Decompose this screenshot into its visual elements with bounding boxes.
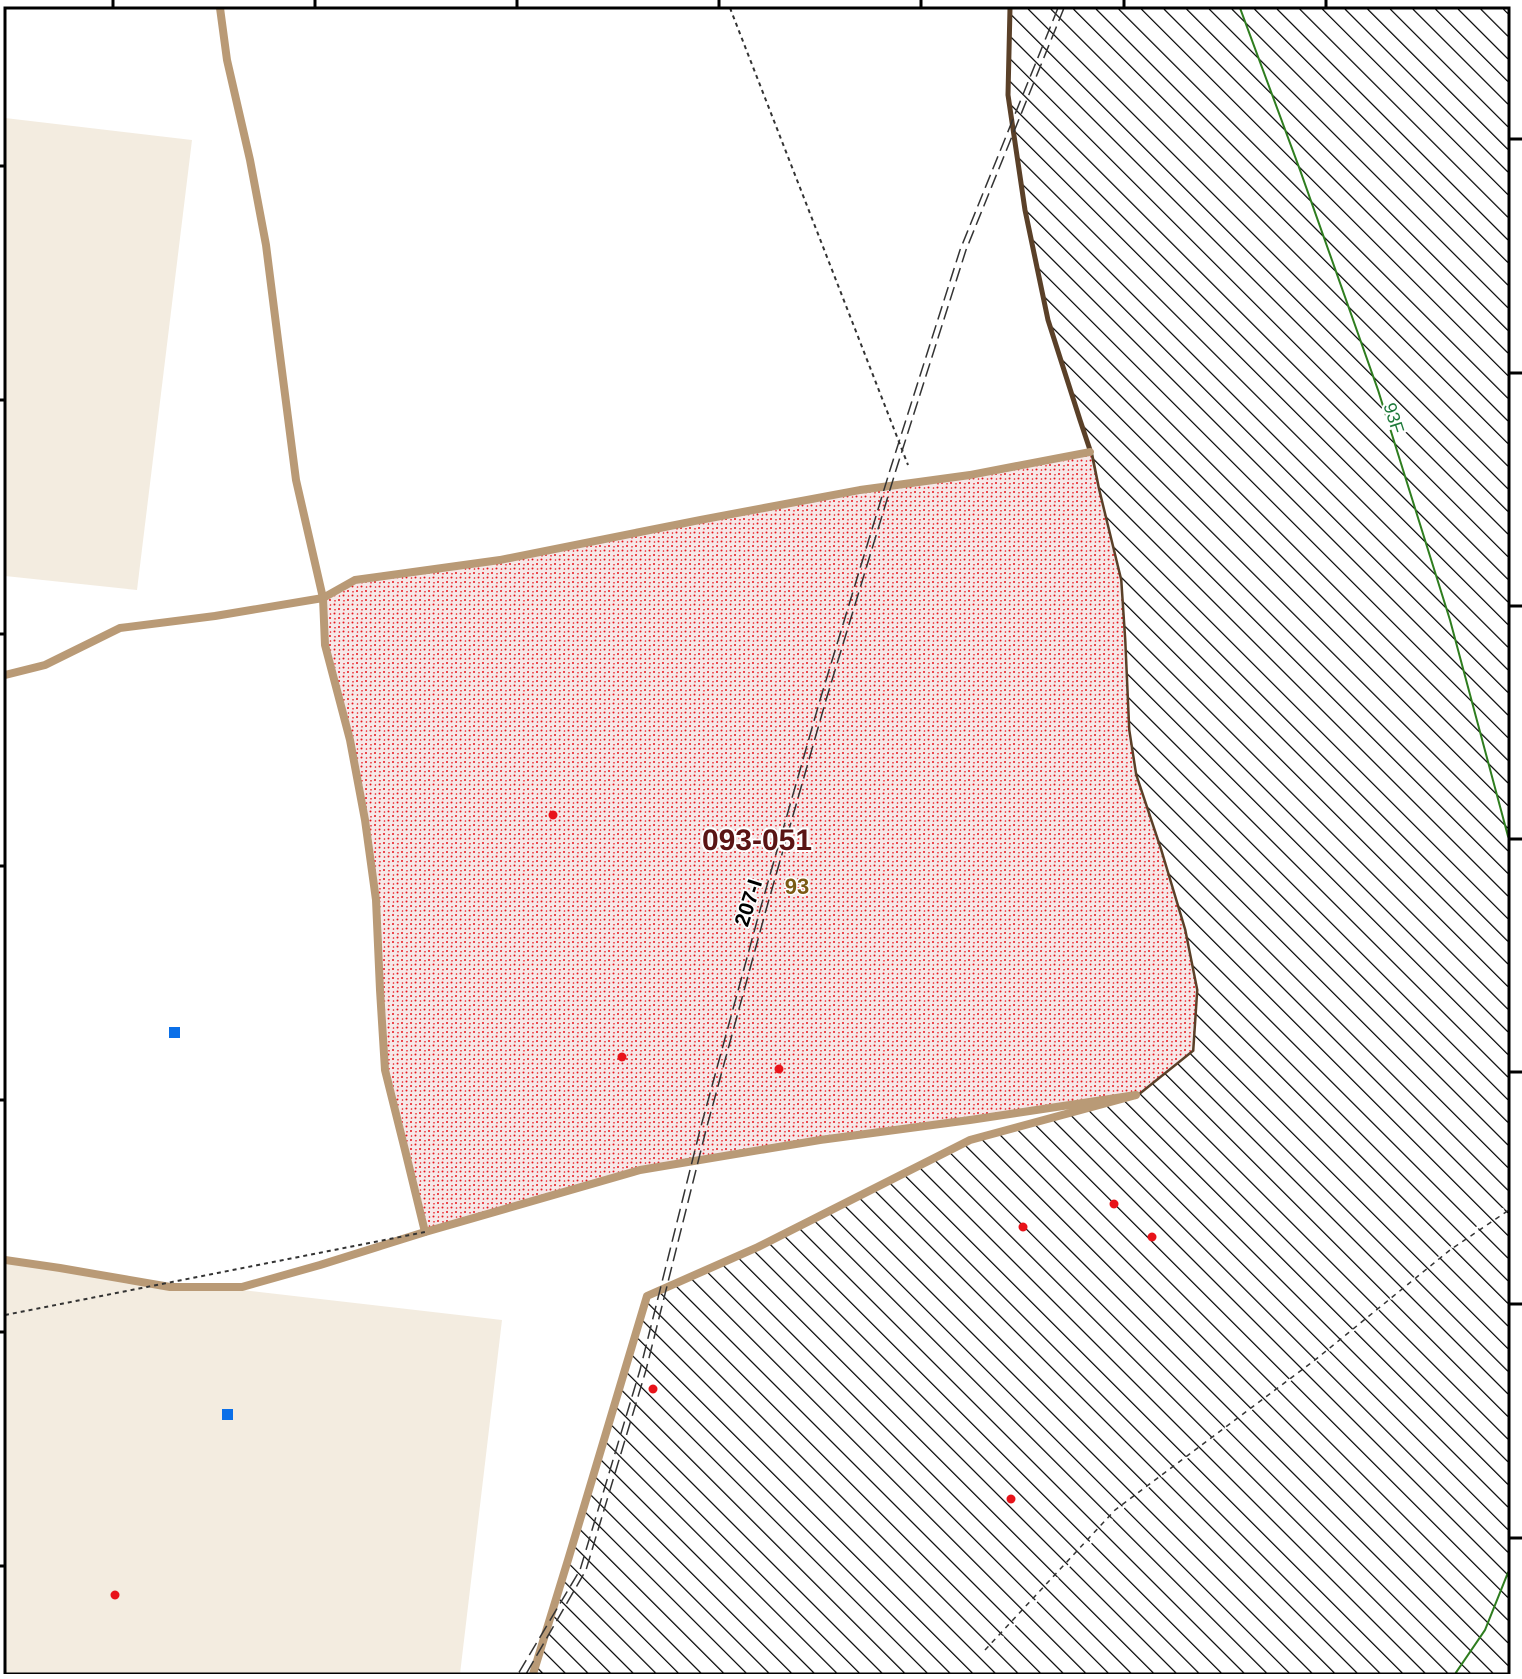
point-marker[interactable] <box>110 1590 120 1600</box>
boundary-upper-vertical <box>216 8 327 602</box>
hatched-zone <box>533 8 1509 1674</box>
boundary-lower-left <box>5 1228 429 1291</box>
grid-line-corner <box>1454 1569 1509 1674</box>
point-marker[interactable] <box>548 810 558 820</box>
point-marker[interactable] <box>1018 1222 1028 1232</box>
boundary-parcel-west <box>319 594 429 1236</box>
frame-ticks <box>0 0 1522 1568</box>
point-marker[interactable] <box>774 1064 784 1074</box>
dotted-line-diagonal <box>729 8 909 466</box>
parcel-093-051[interactable] <box>323 452 1196 1232</box>
unit-label: 93 <box>785 874 809 899</box>
dotted-line-lower-right-1 <box>999 1203 1509 1641</box>
beige-area-lower-left <box>5 1256 502 1674</box>
boundary-left-horizontal <box>5 594 327 679</box>
boundary-parcel-north <box>319 448 1094 602</box>
parcel-boundaries <box>5 8 1140 1674</box>
point-marker[interactable] <box>648 1384 658 1394</box>
square-marker[interactable] <box>169 1027 180 1038</box>
dotted-line-lower-right-2 <box>984 1209 1509 1651</box>
road-207-i <box>517 8 1065 1674</box>
boundary-hatch-south <box>529 1091 1140 1674</box>
beige-area-upper-left <box>5 118 192 590</box>
point-marker[interactable] <box>617 1052 627 1062</box>
grid-line-93f <box>1239 8 1509 841</box>
parcel-label[interactable]: 093-051 <box>700 822 814 859</box>
square-marker[interactable] <box>222 1409 233 1420</box>
point-marker[interactable] <box>1109 1199 1119 1209</box>
square-markers <box>169 1027 233 1420</box>
road-207-i-edge-a <box>517 8 1059 1674</box>
road-207-i-edge-b <box>525 8 1065 1674</box>
point-marker[interactable] <box>1006 1494 1016 1504</box>
boundary-parcel-south <box>421 1091 1140 1236</box>
point-markers <box>110 810 1157 1600</box>
point-marker[interactable] <box>1147 1232 1157 1242</box>
